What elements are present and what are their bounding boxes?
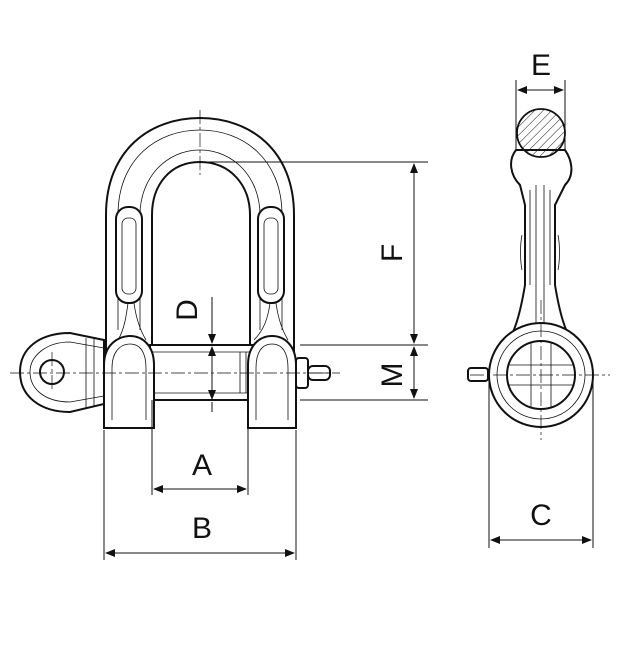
pin-shaft [149,344,255,401]
left-ear [103,334,155,429]
right-ear [247,334,297,429]
label-e: E [531,49,551,82]
front-view [10,110,340,429]
left-slot [115,206,143,304]
label-b: B [192,512,212,545]
side-bow [506,149,574,343]
label-m: M [376,363,409,388]
dimensions: A B C D E F M [103,49,594,560]
bow [105,116,295,396]
side-view [467,108,610,440]
side-pin-tail [467,367,489,382]
label-c: C [530,499,552,532]
bow-cross-section [516,108,566,158]
label-d: D [171,299,204,321]
label-a: A [192,449,212,482]
right-slot [257,206,285,304]
label-f: F [376,244,409,262]
